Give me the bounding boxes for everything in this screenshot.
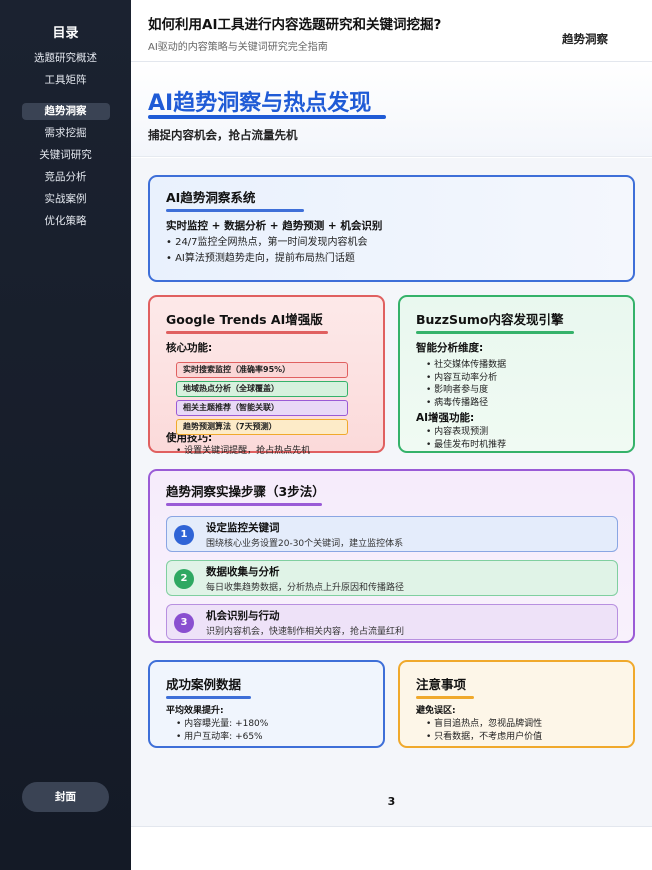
sidebar-item-demand[interactable]: 需求挖掘 (44, 127, 87, 139)
step-number: 1 (174, 525, 194, 545)
page-subtitle: AI驱动的内容策略与关键词研究完全指南 (148, 42, 328, 53)
title-underline (166, 503, 322, 506)
case-card: 成功案例数据 平均效果提升: • 内容曝光量: +180% • 用户互动率: +… (148, 660, 385, 748)
notes-card-title: 注意事项 (416, 677, 467, 692)
ai-features-label: AI增强功能: (416, 412, 475, 424)
sidebar-item-optimization[interactable]: 优化策略 (44, 215, 87, 227)
buzzsumo-card: BuzzSumo内容发现引擎 智能分析维度: • 社交媒体传播数据 • 内容互动… (398, 295, 635, 453)
features-label: 核心功能: (166, 342, 213, 354)
case-label: 平均效果提升: (166, 706, 224, 716)
title-underline (166, 331, 328, 334)
step-title: 设定监控关键词 (206, 522, 280, 534)
sidebar-title: 目录 (52, 26, 79, 41)
case-item: • 用户互动率: +65% (176, 731, 263, 742)
page-title: 如何利用AI工具进行内容选题研究和关键词挖掘? (148, 17, 442, 33)
feature-tag: 相关主题推荐（智能关联） (176, 400, 348, 416)
ai-feature-item: • 内容表现预测 (426, 427, 489, 437)
case-item: • 内容曝光量: +180% (176, 719, 269, 729)
step-title: 机会识别与行动 (206, 610, 280, 622)
step-3: 3 机会识别与行动 识别内容机会，快速制作相关内容，抢占流量红利 (166, 604, 618, 640)
ai-feature-item: • 最佳发布时机推荐 (426, 439, 507, 450)
header: 如何利用AI工具进行内容选题研究和关键词挖掘? AI驱动的内容策略与关键词研究完… (131, 0, 652, 62)
analysis-item: • 病毒传播路径 (426, 397, 489, 408)
notes-item: • 只看数据，不考虑用户价值 (426, 731, 543, 742)
buzzsumo-card-title: BuzzSumo内容发现引擎 (416, 312, 564, 327)
notes-card: 注意事项 避免误区: • 盲目追热点，忽视品牌调性 • 只看数据，不考虑用户价值 (398, 660, 635, 748)
system-point: • 24/7监控全网热点，第一时间发现内容机会 (166, 237, 368, 248)
sidebar-item-cases[interactable]: 实战案例 (44, 193, 87, 205)
step-desc: 识别内容机会，快速制作相关内容，抢占流量红利 (206, 627, 405, 637)
footer (131, 826, 652, 870)
step-number: 2 (174, 569, 194, 589)
tip-item: • 设置关键词提醒，抢占热点先机 (176, 446, 311, 456)
sidebar-item-tools[interactable]: 工具矩阵 (44, 74, 87, 86)
sidebar-item-keywords[interactable]: 关键词研究 (39, 149, 92, 161)
sidebar-item-competitors[interactable]: 竞品分析 (44, 171, 87, 183)
google-trends-card: Google Trends AI增强版 核心功能: 实时搜索监控（准确率95%）… (148, 295, 385, 456)
google-card-title: Google Trends AI增强版 (166, 312, 323, 327)
section-label: 趋势洞察 (562, 32, 608, 46)
title-underline (416, 331, 574, 334)
sidebar-nav: 选题研究概述 工具矩阵 趋势洞察 需求挖掘 关键词研究 竞品分析 实战案例 优化… (0, 50, 131, 235)
page: 如何利用AI工具进行内容选题研究和关键词挖掘? AI驱动的内容策略与关键词研究完… (131, 0, 652, 870)
sidebar-item-trends[interactable]: 趋势洞察 (21, 103, 110, 120)
system-card-title: AI趋势洞察系统 (166, 190, 256, 205)
feature-tag: 趋势预测算法（7天预测） (176, 419, 348, 435)
analysis-label: 智能分析维度: (416, 342, 484, 354)
feature-tag: 实时搜索监控（准确率95%） (176, 362, 348, 378)
notes-label: 避免误区: (416, 706, 456, 716)
analysis-item: • 社交媒体传播数据 (426, 360, 507, 370)
system-formula: 实时监控 + 数据分析 + 趋势预测 + 机会识别 (166, 220, 383, 232)
step-desc: 每日收集趋势数据，分析热点上升原因和传播路径 (206, 583, 405, 593)
hero: AI趋势洞察与热点发现 捕捉内容机会，抢占流量先机 (131, 63, 652, 157)
step-title: 数据收集与分析 (206, 566, 280, 578)
analysis-item: • 内容互动率分析 (426, 372, 498, 383)
hero-underline (148, 115, 386, 119)
hero-title: AI趋势洞察与热点发现 (148, 91, 372, 116)
system-point: • AI算法预测趋势走向，提前布局热门话题 (166, 253, 355, 264)
sidebar: 目录 选题研究概述 工具矩阵 趋势洞察 需求挖掘 关键词研究 竞品分析 实战案例… (0, 0, 131, 870)
tips-label: 使用技巧: (166, 432, 213, 444)
notes-item: • 盲目追热点，忽视品牌调性 (426, 719, 543, 729)
title-underline (166, 209, 304, 212)
step-number: 3 (174, 613, 194, 633)
step-desc: 围绕核心业务设置20-30个关键词，建立监控体系 (206, 539, 404, 549)
feature-tag: 地域热点分析（全球覆盖） (176, 381, 348, 397)
page-number: 3 (387, 795, 396, 808)
sidebar-item-overview[interactable]: 选题研究概述 (34, 52, 97, 64)
steps-card: 趋势洞察实操步骤（3步法） 1 设定监控关键词 围绕核心业务设置20-30个关键… (148, 469, 635, 643)
cover-button[interactable]: 封面 (22, 782, 109, 812)
analysis-item: • 影响者参与度 (426, 385, 489, 395)
steps-card-title: 趋势洞察实操步骤（3步法） (166, 484, 325, 499)
step-2: 2 数据收集与分析 每日收集趋势数据，分析热点上升原因和传播路径 (166, 560, 618, 596)
title-underline (416, 696, 474, 699)
system-card: AI趋势洞察系统 实时监控 + 数据分析 + 趋势预测 + 机会识别 • 24/… (148, 175, 635, 282)
case-card-title: 成功案例数据 (166, 677, 242, 692)
hero-subtitle: 捕捉内容机会，抢占流量先机 (148, 128, 298, 142)
step-1: 1 设定监控关键词 围绕核心业务设置20-30个关键词，建立监控体系 (166, 516, 618, 552)
title-underline (166, 696, 251, 699)
content: AI趋势洞察系统 实时监控 + 数据分析 + 趋势预测 + 机会识别 • 24/… (131, 158, 652, 826)
